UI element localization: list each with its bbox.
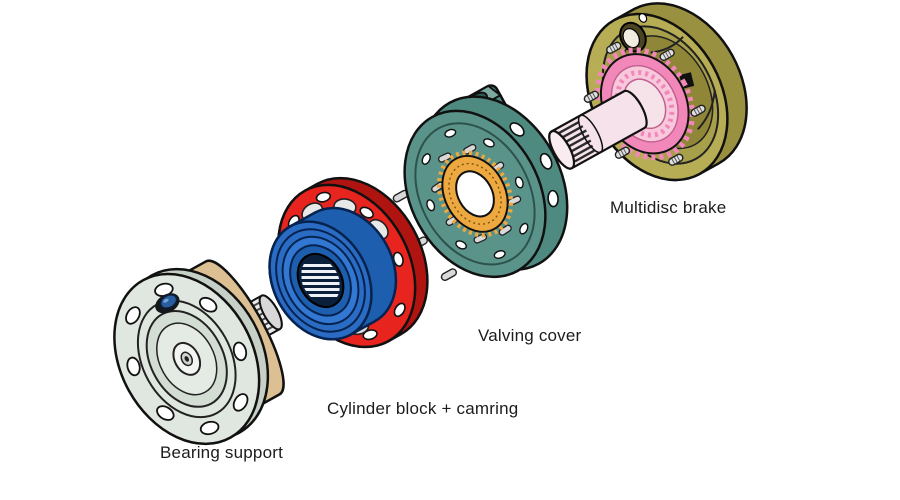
brake-spring-bolt bbox=[659, 48, 675, 61]
block-spline-bore bbox=[296, 252, 345, 308]
valving-gear-bore bbox=[455, 170, 495, 218]
flange-bolt-hole bbox=[199, 420, 220, 436]
valving-gear-dots bbox=[448, 162, 502, 225]
flange-bolt-hole bbox=[232, 393, 249, 412]
valving-bolt-hole bbox=[421, 153, 431, 165]
cylinder-block-camring-part bbox=[268, 176, 429, 349]
bearing-drain-plug bbox=[155, 293, 180, 314]
flange-bolt-hole bbox=[126, 356, 141, 377]
bearing-face-details bbox=[125, 282, 249, 436]
cylinder-block-camring-label: Cylinder block + camring bbox=[327, 399, 519, 418]
brake-spring-bolt bbox=[668, 153, 684, 166]
valving-raised-ring bbox=[414, 122, 536, 266]
multidisc-brake-part bbox=[548, 2, 748, 182]
camring-hole bbox=[362, 329, 378, 341]
brake-spring-bolt bbox=[583, 90, 600, 103]
camring-hole bbox=[359, 206, 374, 219]
flange-ear-hole bbox=[509, 122, 525, 137]
brake-spring-bolt bbox=[614, 146, 631, 159]
valving-bolt-hole bbox=[444, 128, 457, 138]
flange-bolt-hole bbox=[125, 306, 141, 325]
flange-bolt-hole bbox=[156, 405, 175, 421]
valving-bolt-hole bbox=[514, 176, 524, 189]
brake-rim-screw bbox=[638, 13, 648, 23]
multidisc-brake-label: Multidisc brake bbox=[610, 198, 727, 217]
brake-spring-bolt bbox=[690, 104, 706, 117]
valving-bolt-hole bbox=[493, 250, 506, 259]
flange-ear-hole bbox=[547, 189, 559, 208]
brake-disc-teeth bbox=[594, 47, 695, 161]
bearing-support-label: Bearing support bbox=[160, 443, 284, 462]
camring-hole bbox=[393, 302, 406, 318]
valving-face-details bbox=[414, 122, 536, 266]
valving-bolt-hole bbox=[455, 240, 467, 250]
shaft-collar bbox=[577, 114, 604, 154]
brake-disc-stack bbox=[548, 41, 706, 170]
valving-bolt-hole bbox=[426, 199, 436, 212]
valving-rim-stud bbox=[440, 268, 458, 282]
valving-stud bbox=[498, 224, 512, 236]
valving-bolt-hole bbox=[519, 222, 529, 235]
camring-hole bbox=[315, 191, 332, 203]
valving-cover-label: Valving cover bbox=[478, 326, 582, 345]
flange-center-dot bbox=[184, 356, 190, 362]
bearing-support-part bbox=[113, 259, 285, 446]
flange-bolt-hole bbox=[198, 296, 218, 313]
brake-shaft bbox=[548, 89, 648, 170]
flange-ear-hole bbox=[539, 152, 553, 170]
block-face-details bbox=[275, 228, 366, 333]
flange-bolt-hole bbox=[232, 341, 248, 362]
brake-spring-bolt bbox=[606, 41, 622, 54]
valving-bolt-hole bbox=[483, 138, 495, 148]
brake-step-line bbox=[697, 89, 716, 130]
valving-cover-part bbox=[392, 84, 569, 282]
